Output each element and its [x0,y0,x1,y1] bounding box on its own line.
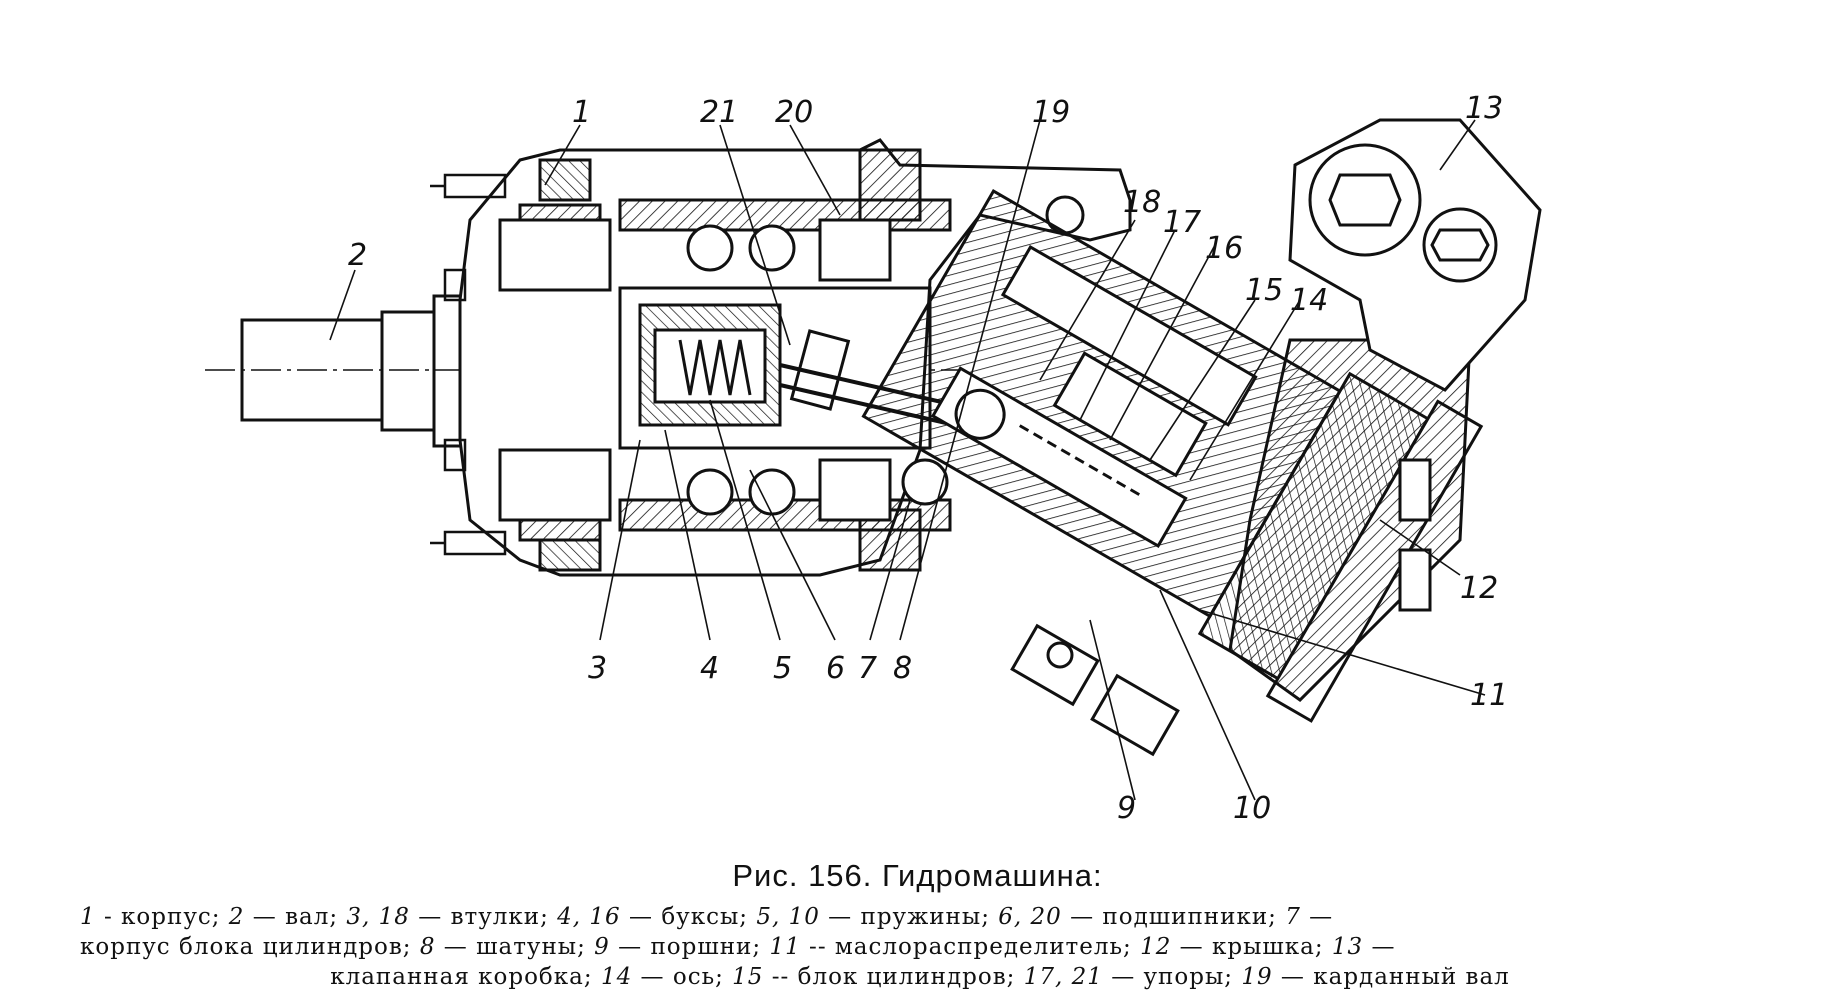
legend-separator: — [1272,964,1314,990]
legend-text: маслораспределитель; [834,934,1141,960]
legend-text: пружины; [860,904,999,930]
legend-number: 7 [1285,904,1301,930]
legend-number: 4, 16 [557,904,621,930]
legend-number: 12 [1140,934,1172,960]
legend-text: крышка; [1211,934,1332,960]
label-8: 8 [893,651,912,686]
legend-separator: -- [800,934,835,960]
label-13: 13 [1465,91,1503,126]
legend-text: поршни; [650,934,770,960]
label-5: 5 [773,651,792,686]
legend-separator: — [1300,904,1334,930]
legend-number: 19 [1241,964,1273,990]
label-7: 7 [858,651,877,686]
label-19: 19 [1032,95,1070,130]
legend-number: 3, 18 [346,904,410,930]
legend-separator: -- [763,964,798,990]
legend-number: 1 [80,904,96,930]
label-20: 20 [775,95,813,130]
legend-text: подшипники; [1102,904,1286,930]
legend-number: 17, 21 [1023,964,1103,990]
legend-line-1: 1 - корпус; 2 — вал; 3, 18 — втулки; 4, … [80,902,1760,932]
legend-separator: — [819,904,861,930]
legend-text: карданный вал [1313,964,1510,990]
figure-caption-title: Рис. 156. Гидромашина: [732,858,1103,893]
legend-line-3: клапанная коробка; 14 — ось; 15 -- блок … [80,962,1760,992]
label-3: 3 [588,651,607,686]
label-14: 14 [1290,283,1328,318]
legend-text: упоры; [1143,964,1242,990]
bushing-and-spring [618,286,1021,450]
legend-text: втулки; [450,904,558,930]
legend-number: 5, 10 [756,904,820,930]
figure-legend: 1 - корпус; 2 — вал; 3, 18 — втулки; 4, … [80,902,1760,992]
legend-line-2: корпус блока цилиндров; 8 — шатуны; 9 — … [80,932,1760,962]
leader-lines [329,119,1486,801]
label-12: 12 [1460,571,1498,606]
legend-text: блок цилиндров; [797,964,1024,990]
legend-text: корпус; [121,904,229,930]
legend-separator: — [435,934,477,960]
label-6: 6 [826,651,845,686]
legend-number: 13 [1331,934,1364,960]
legend-separator: - [95,904,122,930]
lower-bolts [1010,623,1180,757]
legend-text: вал; [285,904,347,930]
label-18: 18 [1123,185,1161,220]
label-2: 2 [348,238,367,273]
legend-number: 8 [419,934,436,960]
label-11: 11 [1470,678,1508,713]
legend-separator: — [1363,934,1396,960]
legend-text: шатуны; [476,934,595,960]
bearings [498,218,949,522]
label-16: 16 [1205,231,1243,266]
label-21: 21 [700,95,738,130]
legend-separator: — [244,904,286,930]
legend-separator: — [620,904,662,930]
legend-number: 9 [594,934,610,960]
legend-number: 14 [600,964,633,990]
legend-separator: — [1171,934,1212,960]
hydraulic-machine-drawing: 1 2 3 4 5 6 7 8 9 10 11 12 13 14 15 16 1… [205,91,1542,826]
legend-separator: — [609,934,651,960]
cover [1228,338,1472,702]
legend-number: 15 [732,964,764,990]
flange-bolts [430,173,507,556]
label-1: 1 [572,95,591,130]
label-15: 15 [1245,273,1283,308]
label-10: 10 [1233,791,1271,826]
legend-text: ось; [672,964,733,990]
legend-separator: — [409,904,451,930]
label-9: 9 [1117,791,1136,826]
valve-box [1288,118,1542,392]
label-4: 4 [700,651,719,686]
legend-separator: — [1102,964,1144,990]
legend-text: корпус блока цилиндров; [80,934,420,960]
legend-number: 11 [769,934,801,960]
legend-number: 6, 20 [998,904,1062,930]
legend-number: 2 [228,904,245,930]
mount-hole [1045,195,1085,235]
legend-text: клапанная коробка; [330,964,601,990]
label-17: 17 [1163,205,1201,240]
legend-text: буксы; [661,904,757,930]
legend-separator: — [1061,904,1103,930]
legend-separator: — [632,964,673,990]
